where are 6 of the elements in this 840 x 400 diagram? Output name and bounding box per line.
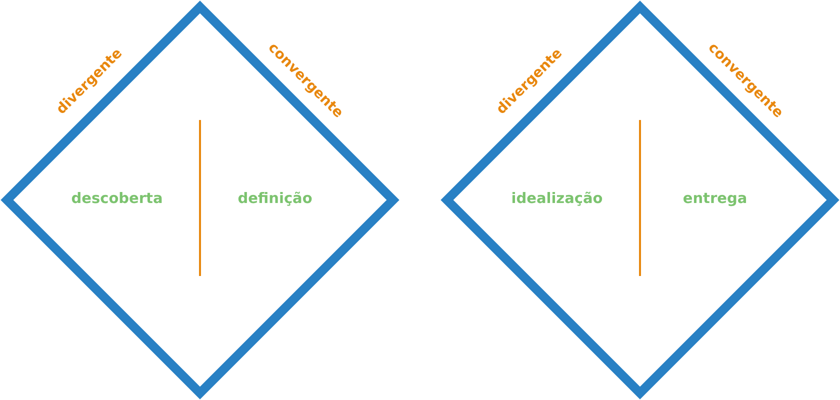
diamond [0, 0, 400, 400]
phase-label: entrega [682, 192, 748, 208]
phase-label: definição [238, 192, 312, 208]
diamond [440, 0, 840, 400]
phase-label: idealização [511, 192, 603, 208]
phase-label: descoberta [71, 192, 163, 208]
